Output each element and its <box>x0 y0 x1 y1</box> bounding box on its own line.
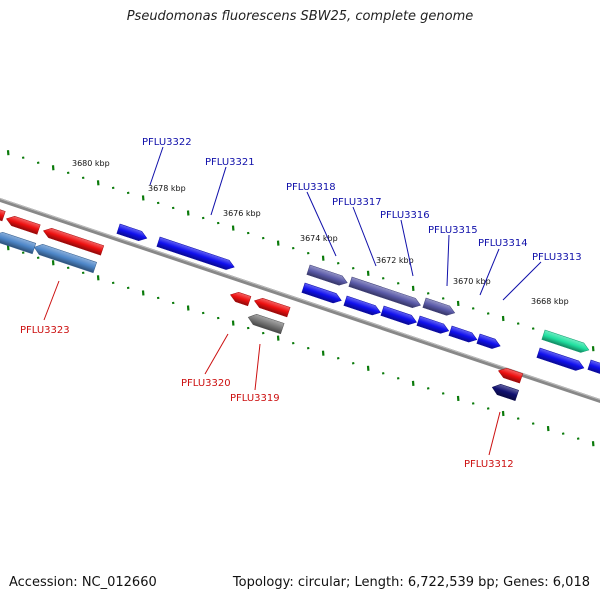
gene-pflu3322[interactable] <box>116 223 149 243</box>
gene-arrow-unlabeled[interactable] <box>0 207 6 222</box>
gene-arrow-body[interactable] <box>229 290 252 307</box>
gene-label-pflu3313[interactable]: PFLU3313 <box>532 252 582 263</box>
gene-pflu3316[interactable] <box>380 305 418 327</box>
leader-line <box>210 166 227 216</box>
gene-label-pflu3320[interactable]: PFLU3320 <box>181 378 231 389</box>
gene-arrow-body[interactable] <box>247 312 285 335</box>
gene-arrow-body[interactable] <box>253 296 291 318</box>
gene-arrow-unlabeled[interactable] <box>301 282 343 305</box>
leader-line <box>306 191 337 257</box>
gene-arrow-body[interactable] <box>380 305 418 327</box>
reverse-scale-track <box>6 245 595 447</box>
leader-line <box>446 234 450 287</box>
gene-arrow-body[interactable] <box>348 276 422 310</box>
gene-pflu3313[interactable] <box>476 333 502 351</box>
gene-arrow-body[interactable] <box>33 242 98 274</box>
gene-pflu3321[interactable] <box>156 236 236 272</box>
gene-arrow-body[interactable] <box>491 382 519 402</box>
scale-label: 3668 kbp <box>531 297 569 306</box>
gene-pflu3312[interactable] <box>491 382 519 402</box>
leader-line <box>204 333 229 375</box>
gene-label-pflu3322[interactable]: PFLU3322 <box>142 137 192 148</box>
gene-arrow-body[interactable] <box>156 236 236 272</box>
scale-label: 3672 kbp <box>376 256 414 265</box>
gene-pflu3317[interactable] <box>348 276 422 310</box>
gene-arrow-body[interactable] <box>42 226 105 256</box>
leader-line <box>43 280 60 321</box>
gene-pflu3320[interactable] <box>229 290 252 307</box>
gene-label-pflu3312[interactable]: PFLU3312 <box>464 459 514 470</box>
gene-arrow-body[interactable] <box>416 315 451 336</box>
scale-label: 3676 kbp <box>223 209 261 218</box>
gene-arrow-body[interactable] <box>536 347 586 373</box>
leader-line <box>488 411 501 456</box>
leader-line <box>479 248 500 296</box>
gene-arrow-unlabeled[interactable] <box>536 347 586 373</box>
gene-arrow-body[interactable] <box>541 329 591 355</box>
scale-label: 3674 kbp <box>300 234 338 243</box>
gene-arrow-body[interactable] <box>0 207 6 222</box>
gene-label-pflu3319[interactable]: PFLU3319 <box>230 393 280 404</box>
gene-arrow-body[interactable] <box>448 325 479 344</box>
gene-arrow-unlabeled[interactable] <box>587 359 600 376</box>
gene-arrow-unlabeled[interactable] <box>497 366 524 384</box>
gene-arrow-body[interactable] <box>116 223 149 243</box>
gene-label-pflu3323[interactable]: PFLU3323 <box>20 325 70 336</box>
gene-arrow-unlabeled[interactable] <box>422 297 457 318</box>
scale-label: 3678 kbp <box>148 184 186 193</box>
map-title: Pseudomonas fluorescens SBW25, complete … <box>126 9 474 24</box>
gene-arrow-body[interactable] <box>476 333 502 351</box>
gene-arrow-unlabeled[interactable] <box>253 296 291 318</box>
gene-label-pflu3317[interactable]: PFLU3317 <box>332 197 382 208</box>
gene-arrow-unlabeled[interactable] <box>541 329 591 355</box>
scale-label: 3680 kbp <box>72 159 110 168</box>
gene-pflu3314[interactable] <box>448 325 479 344</box>
gene-arrow-unlabeled[interactable] <box>343 295 382 317</box>
leader-line <box>254 343 261 391</box>
gene-arrow-body[interactable] <box>343 295 382 317</box>
leader-line <box>400 219 414 277</box>
gene-arrow-body[interactable] <box>0 230 37 255</box>
gene-label-pflu3315[interactable]: PFLU3315 <box>428 225 478 236</box>
gene-label-pflu3321[interactable]: PFLU3321 <box>205 157 255 168</box>
gene-arrow-body[interactable] <box>497 366 524 384</box>
gene-pflu3323[interactable] <box>33 242 98 274</box>
leader-line <box>352 206 377 267</box>
genome-summary: Topology: circular; Length: 6,722,539 bp… <box>232 575 590 590</box>
gene-label-pflu3314[interactable]: PFLU3314 <box>478 238 528 249</box>
gene-arrow-body[interactable] <box>422 297 457 318</box>
gene-arrow-unlabeled[interactable] <box>42 226 105 256</box>
gene-pflu3315[interactable] <box>416 315 451 336</box>
gene-label-pflu3318[interactable]: PFLU3318 <box>286 182 336 193</box>
gene-arrow-body[interactable] <box>5 214 41 235</box>
gene-pflu3318[interactable] <box>306 264 349 288</box>
gene-arrow-unlabeled[interactable] <box>5 214 41 235</box>
leader-line <box>149 146 164 186</box>
gene-arrow-body[interactable] <box>306 264 349 288</box>
gene-label-pflu3316[interactable]: PFLU3316 <box>380 210 430 221</box>
scale-label: 3670 kbp <box>453 277 491 286</box>
accession-label: Accession: NC_012660 <box>9 575 157 590</box>
gene-arrow-body[interactable] <box>301 282 343 305</box>
leader-line <box>502 261 542 301</box>
gene-arrow-body[interactable] <box>587 359 600 376</box>
gene-pflu3319[interactable] <box>247 312 285 335</box>
gene-arrow-unlabeled[interactable] <box>0 230 37 255</box>
